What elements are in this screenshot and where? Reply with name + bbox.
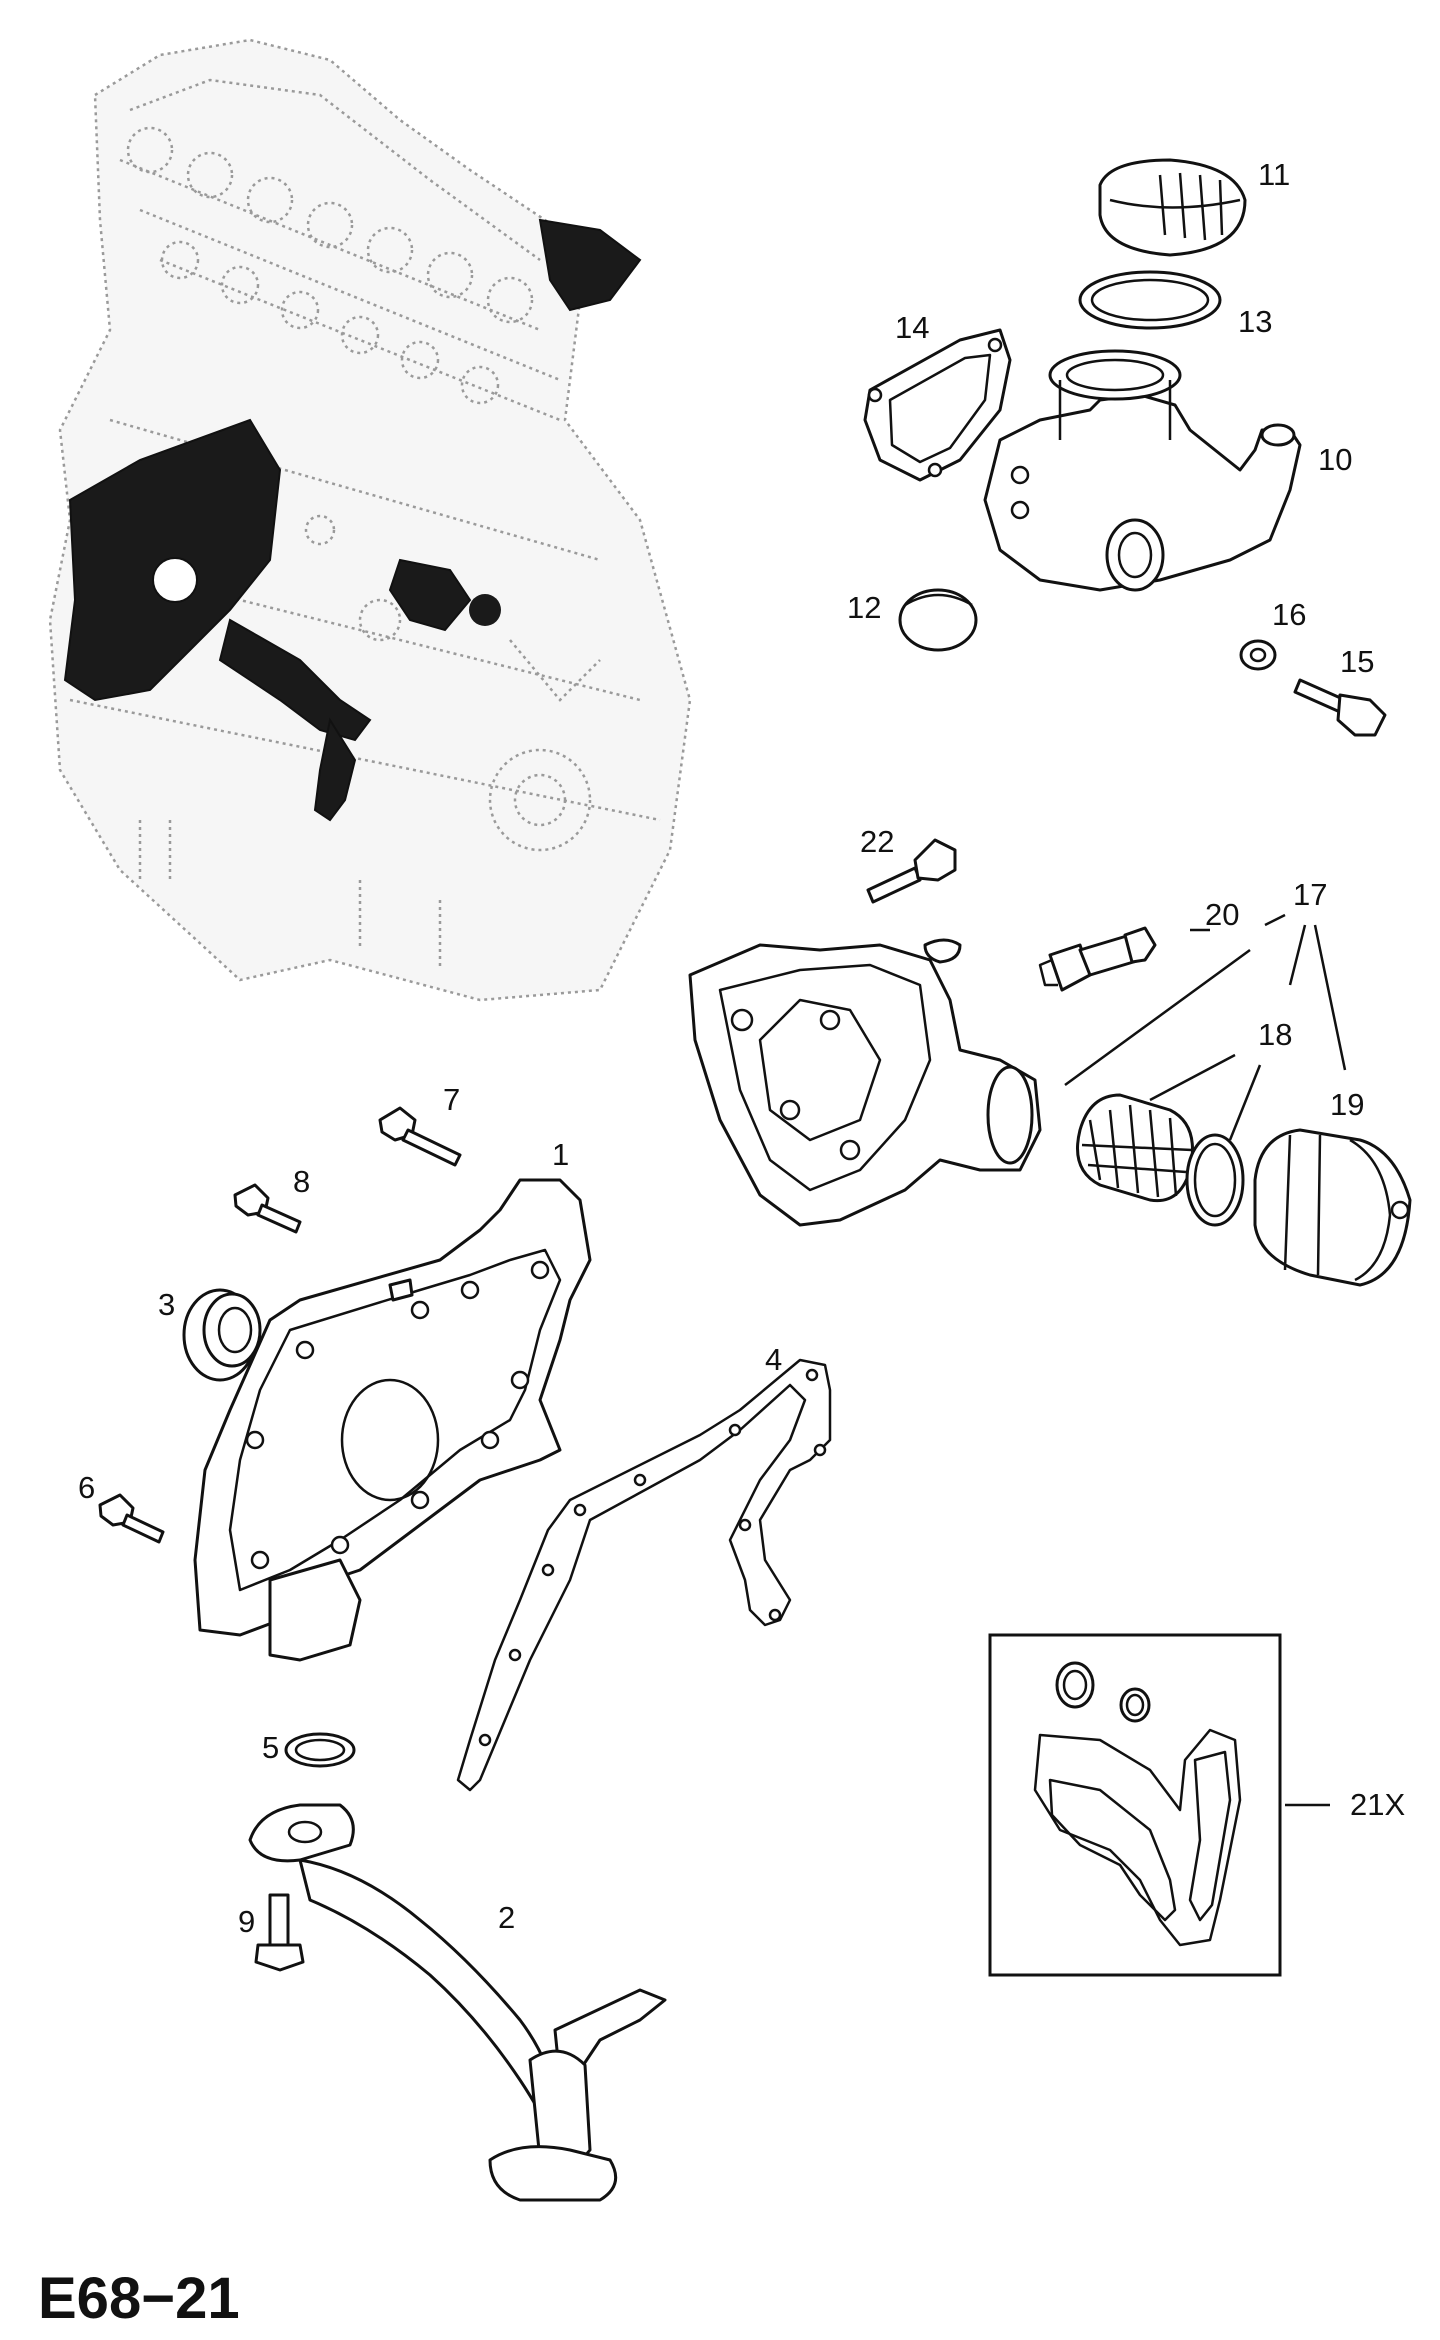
part-5-sealing-ring [284, 1732, 356, 1768]
part-4-gasket [456, 1358, 832, 1792]
callout-21x: 21X [1350, 1787, 1405, 1822]
part-13-sealing-ring [1078, 270, 1222, 330]
callout-22: 22 [860, 824, 894, 859]
callout-20: 20 [1205, 897, 1239, 932]
part-2-oil-pickup-pipe [248, 1803, 667, 2202]
engine-front-cover-highlight [63, 218, 642, 822]
part-19-filter-cap [1253, 1128, 1412, 1287]
callout-9: 9 [238, 1904, 255, 1939]
part-18-sealing-ring [1185, 1133, 1245, 1227]
part-15-bolt [1293, 678, 1387, 737]
part-3-oil-seal [182, 1288, 262, 1382]
engine-block-outline [48, 38, 692, 1002]
callout-14: 14 [895, 310, 929, 345]
callout-18: 18 [1258, 1017, 1292, 1052]
callout-17: 17 [1293, 877, 1327, 912]
part-11-filler-cap [1098, 158, 1247, 257]
part-20-oil-pressure-switch [1038, 926, 1157, 992]
part-12-plug [898, 588, 978, 652]
callout-19: 19 [1330, 1087, 1364, 1122]
part-10-thermostat-housing [983, 349, 1302, 592]
callout-15: 15 [1340, 644, 1374, 679]
part-14-gasket [863, 328, 1012, 482]
part-6-bolt [98, 1493, 165, 1544]
part-8-bolt [233, 1183, 302, 1234]
part-22-bolt [866, 838, 957, 904]
diagram-code: E68−21 [38, 2266, 240, 2331]
callout-2: 2 [498, 1900, 515, 1935]
callout-12: 12 [847, 590, 881, 625]
callout-5: 5 [262, 1730, 279, 1765]
inset-gasket-kit-box [988, 1633, 1282, 1977]
oil-filter-housing [688, 938, 1042, 1227]
callout-labels: 11 13 14 10 12 16 15 22 20 17 18 19 7 1 … [78, 157, 1405, 1939]
callout-10: 10 [1318, 442, 1352, 477]
callout-7: 7 [443, 1082, 460, 1117]
part-18-filter-element [1076, 1093, 1194, 1203]
callout-13: 13 [1238, 304, 1272, 339]
callout-16: 16 [1272, 597, 1306, 632]
part-16-washer [1239, 639, 1277, 671]
part-9-bolt [254, 1893, 305, 1972]
part-1-front-cover [193, 1178, 592, 1662]
callout-6: 6 [78, 1470, 95, 1505]
callout-4: 4 [765, 1342, 782, 1377]
leader-lines [1064, 913, 1347, 1807]
callout-8: 8 [293, 1164, 310, 1199]
callout-11: 11 [1258, 157, 1290, 192]
callout-3: 3 [158, 1287, 175, 1322]
callout-1: 1 [552, 1137, 569, 1172]
part-7-bolt [378, 1106, 462, 1167]
